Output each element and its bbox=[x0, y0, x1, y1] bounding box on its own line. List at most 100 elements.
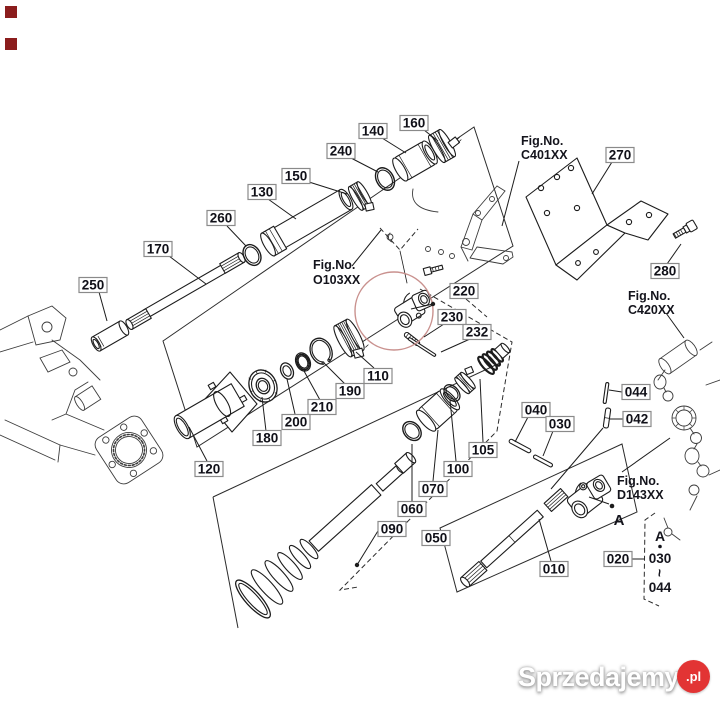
part-coupling-070 bbox=[415, 388, 461, 432]
callout-270: 270 bbox=[605, 146, 635, 164]
part-snapring-190 bbox=[309, 337, 333, 365]
callout-232: 232 bbox=[462, 323, 492, 341]
part-clamp-105 bbox=[454, 365, 476, 395]
svg-text:100: 100 bbox=[447, 462, 470, 477]
svg-text:210: 210 bbox=[311, 400, 334, 415]
part-clamp-160 bbox=[427, 128, 462, 164]
callout-020: 020 bbox=[603, 550, 633, 568]
corner-marker-2 bbox=[5, 38, 17, 50]
part-clamp-150 bbox=[347, 181, 375, 212]
callout-050: 050 bbox=[421, 529, 451, 547]
part-oring-060 bbox=[402, 420, 422, 442]
highlight-circle bbox=[354, 271, 434, 351]
svg-text:020: 020 bbox=[607, 552, 630, 567]
callout-210: 210 bbox=[307, 398, 337, 416]
fig-ref-d143xx: Fig.No. D143XX bbox=[617, 474, 664, 502]
part-boot-end bbox=[477, 342, 511, 375]
svg-text:130: 130 bbox=[251, 185, 274, 200]
fig-ref-o103xx: Fig.No. O103XX bbox=[313, 258, 361, 287]
leader-lines bbox=[98, 129, 685, 568]
svg-text:240: 240 bbox=[330, 144, 353, 159]
svg-text:190: 190 bbox=[339, 384, 362, 399]
svg-text:160: 160 bbox=[403, 116, 426, 131]
svg-text:Fig.No.: Fig.No. bbox=[617, 474, 659, 488]
svg-text:Fig.No.: Fig.No. bbox=[628, 289, 670, 303]
fig-ref-c401xx: Fig.No. C401XX bbox=[521, 134, 568, 162]
svg-text:270: 270 bbox=[609, 148, 632, 163]
callout-120: 120 bbox=[194, 460, 224, 478]
callout-042: 042 bbox=[622, 410, 652, 428]
svg-text:105: 105 bbox=[472, 443, 495, 458]
callout-260: 260 bbox=[206, 209, 236, 227]
part-coupling-140 bbox=[392, 140, 438, 182]
part-oring-240 bbox=[374, 167, 396, 191]
callout-280: 280 bbox=[650, 262, 680, 280]
part-washer-210 bbox=[294, 352, 312, 372]
svg-text:090: 090 bbox=[381, 522, 404, 537]
ref-a-joint: A bbox=[614, 512, 625, 529]
svg-text:070: 070 bbox=[422, 482, 445, 497]
svg-text:044: 044 bbox=[625, 385, 648, 400]
callout-240: 240 bbox=[326, 142, 356, 160]
range-tilde-icon: ~ bbox=[652, 569, 668, 577]
svg-text:120: 120 bbox=[198, 462, 221, 477]
svg-text:042: 042 bbox=[626, 412, 649, 427]
part-mount-tube-120 bbox=[173, 371, 258, 440]
svg-text:O103XX: O103XX bbox=[313, 273, 361, 287]
svg-text:010: 010 bbox=[543, 562, 566, 577]
watermark-brand: Sprzedajemy bbox=[518, 662, 680, 692]
corner-markers bbox=[5, 6, 17, 50]
svg-text:C420XX: C420XX bbox=[628, 303, 675, 317]
svg-text:230: 230 bbox=[441, 310, 464, 325]
svg-text:Fig.No.: Fig.No. bbox=[313, 258, 355, 272]
svg-text:220: 220 bbox=[453, 284, 476, 299]
svg-text:Fig.No.: Fig.No. bbox=[521, 134, 563, 148]
ref-a-box: A bbox=[655, 528, 665, 544]
callout-230: 230 bbox=[437, 308, 467, 326]
range-dot bbox=[658, 544, 662, 549]
callout-180: 180 bbox=[252, 429, 282, 447]
corner-marker-1 bbox=[5, 6, 17, 18]
svg-text:260: 260 bbox=[210, 211, 233, 226]
callout-130: 130 bbox=[247, 183, 277, 201]
callout-105: 105 bbox=[468, 441, 498, 459]
svg-text:C401XX: C401XX bbox=[521, 148, 568, 162]
part-pin-040 bbox=[508, 438, 532, 454]
callout-060: 060 bbox=[397, 500, 427, 518]
callout-250: 250 bbox=[78, 276, 108, 294]
part-oring-260 bbox=[242, 243, 262, 267]
watermark-pl-badge-icon: .pl bbox=[677, 660, 711, 693]
part-ring-100 bbox=[443, 384, 461, 402]
part-ujoint-d143 bbox=[566, 474, 612, 519]
part-bearing-180 bbox=[248, 369, 278, 403]
part-washer-200 bbox=[279, 362, 295, 380]
svg-text:250: 250 bbox=[82, 278, 105, 293]
svg-text:110: 110 bbox=[367, 369, 389, 384]
callout-090: 090 bbox=[377, 520, 407, 538]
callout-140: 140 bbox=[358, 122, 388, 140]
svg-text:030: 030 bbox=[549, 417, 572, 432]
callout-044: 044 bbox=[621, 383, 651, 401]
svg-text:280: 280 bbox=[654, 264, 677, 279]
dashed-guides bbox=[338, 227, 660, 607]
part-boot-090 bbox=[235, 538, 319, 619]
part-shaft-170 bbox=[125, 252, 246, 330]
implement-sketch bbox=[653, 339, 720, 541]
part-driveshaft-050 bbox=[308, 451, 417, 552]
callout-110: 110 bbox=[363, 367, 393, 385]
part-shaft-010 bbox=[460, 488, 569, 588]
tractor-housing-sketch bbox=[0, 305, 164, 485]
fig-ref-c420xx: Fig.No. C420XX bbox=[628, 289, 675, 317]
svg-text:D143XX: D143XX bbox=[617, 488, 664, 502]
part-pin-044 bbox=[602, 382, 610, 404]
range-start: 030 bbox=[649, 551, 672, 566]
guard-bracket-270 bbox=[525, 157, 669, 281]
part-tube-130 bbox=[260, 188, 354, 257]
svg-text:060: 060 bbox=[401, 502, 424, 517]
callout-160: 160 bbox=[399, 114, 429, 132]
fig-references: Fig.No. C401XX Fig.No. O103XX Fig.No. C4… bbox=[313, 134, 675, 502]
callout-040: 040 bbox=[521, 401, 551, 419]
callout-030: 030 bbox=[545, 415, 575, 433]
